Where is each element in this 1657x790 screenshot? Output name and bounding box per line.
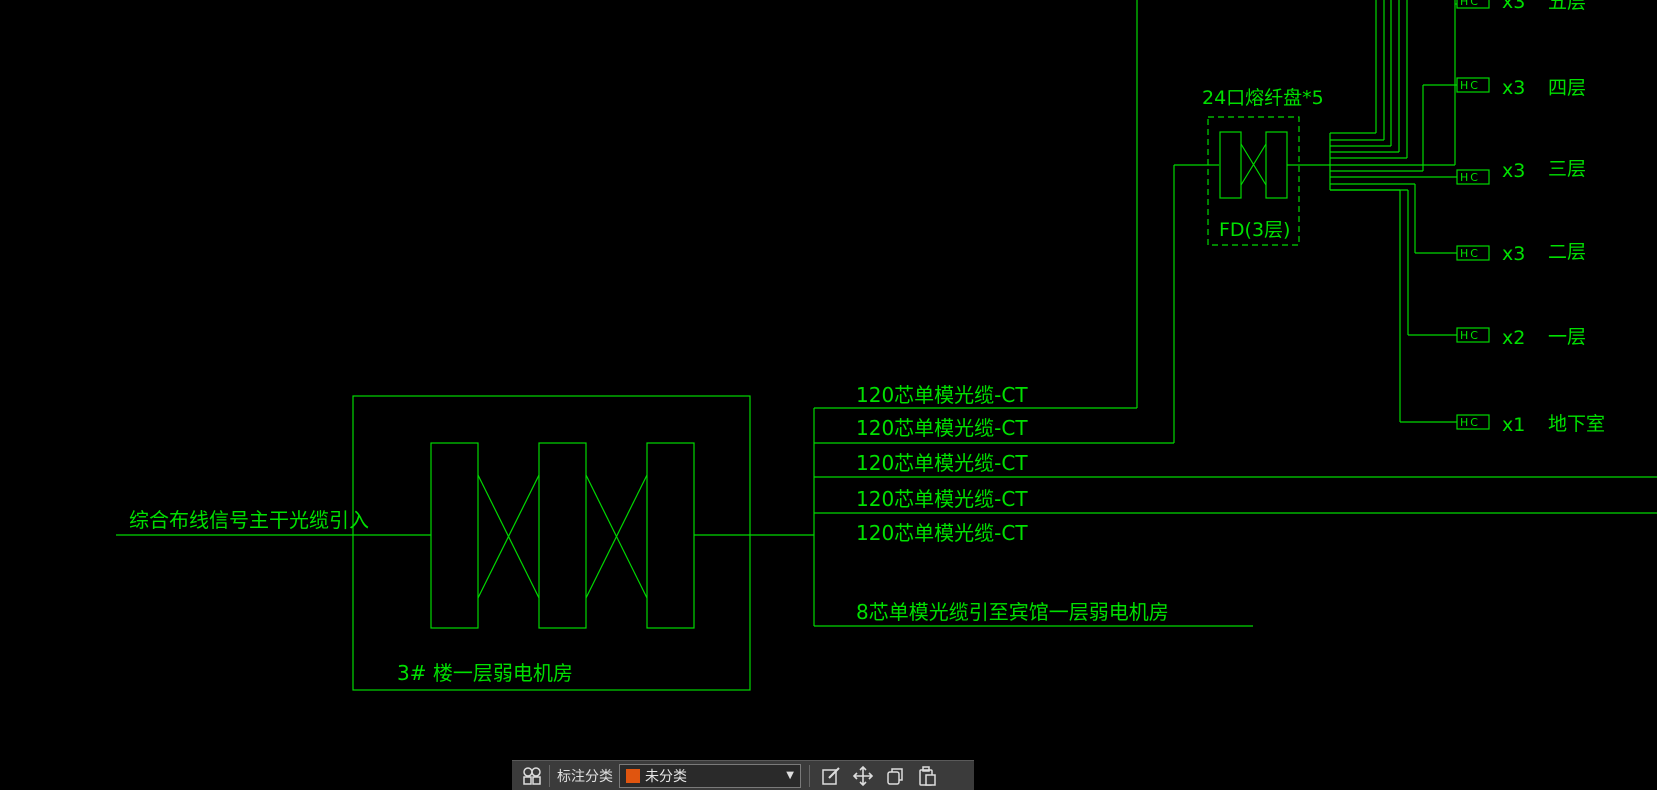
category-icon[interactable] — [520, 764, 544, 788]
svg-text:x1: x1 — [1502, 414, 1525, 436]
svg-text:HC: HC — [1460, 171, 1480, 184]
annotation-category-label: 标注分类 — [557, 768, 613, 785]
svg-text:120芯单模光缆-CT: 120芯单模光缆-CT — [856, 487, 1028, 511]
svg-text:地下室: 地下室 — [1548, 413, 1605, 435]
main-room-label: 3# 楼一层弱电机房 — [397, 661, 573, 685]
hc-labels: HC HC HC HC HC HC — [1460, 0, 1480, 429]
main-room-frame — [352, 395, 751, 691]
category-select[interactable]: 未分类 ▼ — [619, 763, 801, 788]
toolbar-divider — [809, 764, 810, 787]
hc-boxes — [1456, 0, 1490, 430]
input-label: 综合布线信号主干光缆引入 — [129, 508, 369, 532]
svg-text:120芯单模光缆-CT: 120芯单模光缆-CT — [856, 451, 1028, 475]
edit-icon[interactable] — [815, 762, 847, 790]
svg-text:x3: x3 — [1502, 243, 1525, 265]
svg-text:x3: x3 — [1502, 77, 1525, 99]
fd-top-label: 24口熔纤盘*5 — [1202, 87, 1324, 109]
svg-text:HC: HC — [1460, 329, 1480, 342]
svg-text:120芯单模光缆-CT: 120芯单模光缆-CT — [856, 416, 1028, 440]
copy-icon[interactable] — [879, 762, 911, 790]
svg-text:x2: x2 — [1502, 327, 1525, 349]
fd-box — [1207, 116, 1300, 246]
svg-text:x3: x3 — [1502, 160, 1525, 182]
category-color-swatch — [626, 768, 640, 783]
svg-text:二层: 二层 — [1548, 241, 1586, 263]
cable-label-group: 120芯单模光缆-CT 120芯单模光缆-CT 120芯单模光缆-CT 120芯… — [856, 383, 1028, 545]
svg-text:五层: 五层 — [1548, 0, 1586, 13]
fd-panel-left — [1219, 131, 1242, 199]
fd-panel-right — [1265, 131, 1288, 199]
svg-text:四层: 四层 — [1548, 77, 1586, 99]
hotel-cable-label: 8芯单模光缆引至宾馆一层弱电机房 — [856, 600, 1169, 624]
chevron-down-icon: ▼ — [786, 770, 794, 781]
svg-text:120芯单模光缆-CT: 120芯单模光缆-CT — [856, 521, 1028, 545]
paste-icon[interactable] — [911, 762, 943, 790]
panel-1 — [430, 442, 479, 629]
panel-3 — [646, 442, 695, 629]
svg-text:HC: HC — [1460, 247, 1480, 260]
cable-lines — [814, 0, 1657, 627]
cross-connections — [477, 474, 648, 599]
svg-text:x3: x3 — [1502, 0, 1525, 13]
svg-text:HC: HC — [1460, 416, 1480, 429]
toolbar-divider — [549, 764, 550, 787]
floor-distribution-lines — [1329, 0, 1457, 423]
floor-labels: x3 五层 x3 四层 x3 三层 x3 二层 x2 一层 x1 地下室 — [1502, 0, 1605, 436]
svg-text:一层: 一层 — [1548, 326, 1586, 348]
category-select-value: 未分类 — [645, 768, 687, 785]
svg-text:120芯单模光缆-CT: 120芯单模光缆-CT — [856, 383, 1028, 407]
svg-text:HC: HC — [1460, 0, 1480, 8]
svg-text:三层: 三层 — [1548, 158, 1586, 180]
svg-text:HC: HC — [1460, 79, 1480, 92]
panel-2 — [538, 442, 587, 629]
fd-label: FD(3层) — [1219, 219, 1290, 241]
annotation-toolbar: 标注分类 未分类 ▼ — [512, 760, 974, 790]
move-icon[interactable] — [847, 762, 879, 790]
